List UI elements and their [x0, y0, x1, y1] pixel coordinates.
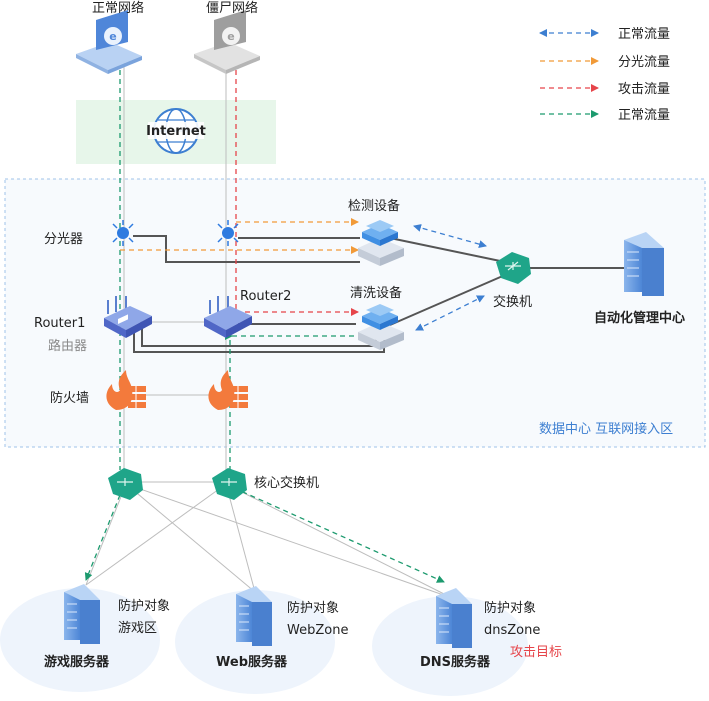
detect-device-label: 检测设备 [348, 198, 400, 214]
split-flow [120, 218, 359, 254]
router2-icon [204, 296, 252, 338]
core-switch-icon [108, 468, 143, 500]
attack-target-label: 攻击目标 [510, 645, 562, 660]
legend-label: 分光流量 [618, 55, 670, 70]
server-protect-label: 防护对象 [484, 600, 536, 616]
normal-network-label: 正常网络 [92, 0, 144, 16]
router1-type: 路由器 [48, 338, 87, 354]
internet-label: Internet [146, 124, 206, 139]
server-protect-label: 防护对象 [287, 600, 339, 616]
clean-device-label: 清洗设备 [350, 285, 402, 301]
splitter-icon [112, 220, 134, 246]
core-switch-icon [212, 468, 247, 500]
switch-icon [496, 252, 531, 284]
server-zone-label: dnsZone [484, 623, 540, 638]
legend: 正常流量 分光流量 攻击流量 正常流量 [539, 27, 670, 123]
web-server-label: Web服务器 [216, 654, 288, 670]
core-links [85, 60, 453, 599]
server-icon [64, 584, 100, 644]
server-icon [624, 232, 664, 296]
splitter-icon [217, 220, 239, 246]
detect-device-icon [358, 220, 404, 266]
zombie-network-laptop-icon: e [194, 10, 260, 74]
legend-label: 攻击流量 [618, 82, 670, 97]
globe-icon [148, 108, 204, 154]
blue-flow [413, 224, 487, 331]
firewall-icon [106, 370, 146, 410]
switch-label: 交换机 [493, 294, 532, 310]
dns-server-label: DNS服务器 [420, 654, 491, 670]
legend-label: 正常流量 [618, 108, 670, 123]
svg-text:e: e [109, 30, 116, 43]
legend-label: 正常流量 [618, 27, 670, 42]
normal-network-laptop-icon: e [76, 10, 142, 74]
server-icon [436, 588, 472, 648]
firewall-icon [208, 370, 248, 410]
server-protect-label: 防护对象 [118, 598, 170, 614]
server-icon [236, 586, 272, 646]
server-zone-label: 游戏区 [118, 621, 157, 636]
router1-name: Router1 [34, 316, 85, 331]
datacenter-zone-label: 数据中心 互联网接入区 [539, 421, 673, 437]
firewall-label: 防火墙 [50, 390, 89, 406]
clean-device-icon [358, 304, 404, 350]
splitter-label: 分光器 [44, 232, 83, 247]
router2-name: Router2 [240, 289, 291, 304]
zombie-network-label: 僵尸网络 [206, 0, 258, 16]
game-server-label: 游戏服务器 [44, 654, 110, 670]
server-zone-label: WebZone [287, 623, 348, 638]
router1-icon [104, 296, 152, 338]
core-switch-label: 核心交换机 [254, 475, 319, 491]
attack-flow [235, 70, 359, 316]
mgmt-center-label: 自动化管理中心 [594, 310, 685, 326]
svg-text:e: e [227, 30, 234, 43]
